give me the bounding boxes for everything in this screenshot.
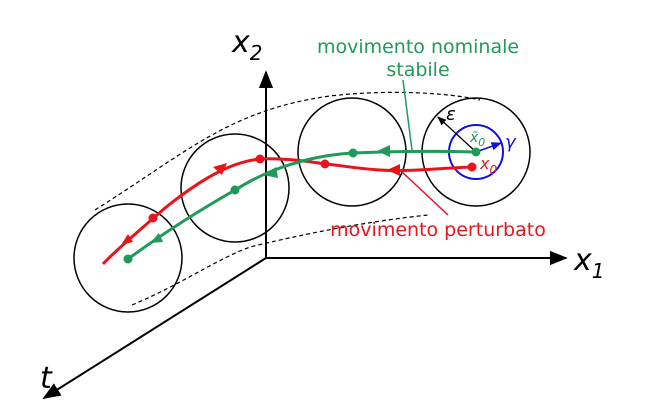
- x0-perturbed-label: x0: [479, 154, 497, 177]
- nominal-point-4: [123, 254, 133, 264]
- nominal-point-1: [471, 147, 481, 157]
- x2-axis-label: x2: [231, 25, 263, 65]
- nominal-point-2: [348, 148, 358, 158]
- tube-upper: [94, 91, 481, 211]
- t-axis: [42, 257, 267, 399]
- gamma-label: γ: [505, 132, 517, 153]
- t-axis-label: t: [40, 361, 53, 396]
- perturbed-point-3: [255, 154, 265, 164]
- section-circle-1: [73, 203, 183, 313]
- epsilon-label: ε: [446, 104, 456, 125]
- perturbed-arrow-2: [213, 163, 227, 175]
- perturbed-arrow-3: [121, 234, 133, 245]
- nominal-label-line1: movimento nominale: [317, 36, 519, 58]
- nominal-label-line2: stabile: [386, 59, 449, 81]
- x0-nominal-label: x̄0: [469, 130, 485, 149]
- epsilon-radius-arrow: [437, 116, 477, 153]
- perturbed-arrow-1: [387, 164, 400, 176]
- perturbed-label: movimento perturbato: [330, 219, 546, 241]
- nominal-arrow-2: [263, 167, 278, 178]
- nominal-arrow-3: [150, 233, 163, 243]
- perturbed-point-1: [467, 162, 477, 172]
- nominal-point-3: [230, 185, 240, 195]
- x1-axis-label: x1: [573, 243, 605, 283]
- perturbed-leader-line: [399, 169, 449, 216]
- nominal-arrow-1: [377, 145, 390, 157]
- section-circle-2: [180, 133, 290, 243]
- nominal-leader-line: [402, 79, 413, 151]
- tube-lower: [131, 214, 429, 306]
- perturbed-point-4: [148, 213, 158, 223]
- perturbed-point-2: [320, 159, 330, 169]
